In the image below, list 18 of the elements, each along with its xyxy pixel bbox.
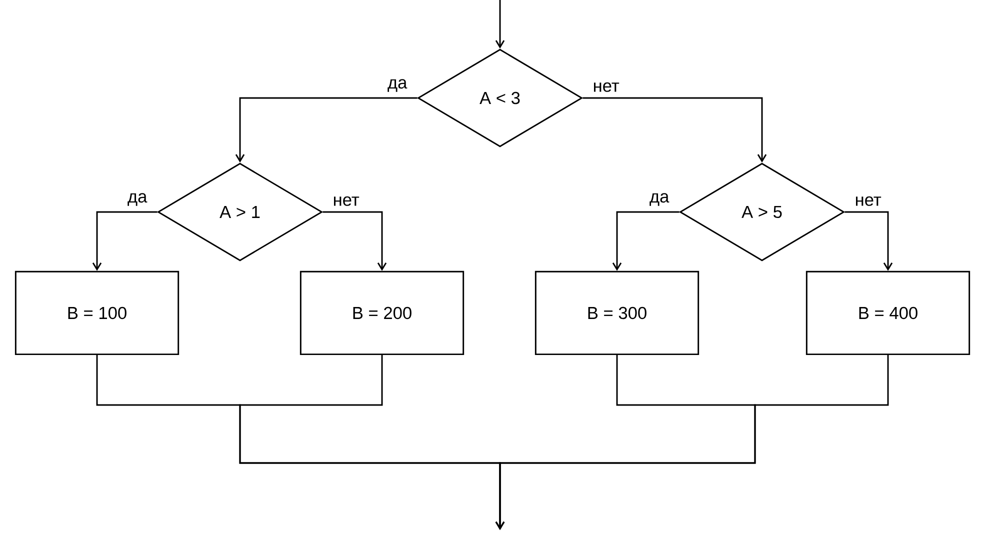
arrow [235,97,418,163]
arrow [612,211,680,271]
arrow [844,211,893,271]
arrow [495,0,505,49]
edge-label: да [650,193,670,206]
process-box: B = 200 [300,270,464,356]
arrow [582,97,767,163]
process-box: B = 100 [14,270,180,356]
arrow [495,355,889,530]
edge-label: да [388,79,408,92]
process-box: B = 400 [806,270,970,356]
edge-label: нет [334,196,360,206]
edge-label: нет [856,196,882,206]
process-box: B = 300 [534,270,700,356]
edge-label: нет [594,82,620,92]
edge-label: да [128,193,148,206]
arrow [92,211,158,271]
arrow [322,211,387,271]
